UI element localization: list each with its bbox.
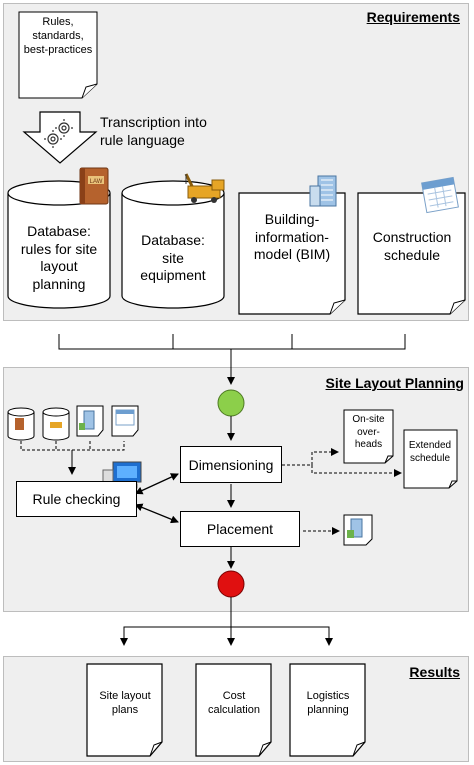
overheads-label: On-site over-heads xyxy=(352,414,385,450)
result-doc-site-layout xyxy=(86,663,163,757)
result-doc-cost xyxy=(195,663,272,757)
mini-db-equipment-icon xyxy=(42,407,70,441)
placement-label: Placement xyxy=(206,521,274,537)
transcription-arrow xyxy=(22,111,98,164)
overheads-document xyxy=(343,409,394,464)
rules-document-label: Rules, standards, best-practices xyxy=(23,16,93,56)
law-book-icon: LAW xyxy=(79,167,109,205)
calendar-icon xyxy=(421,176,459,214)
crane-truck-icon xyxy=(184,173,225,203)
start-node xyxy=(217,389,245,417)
mini-schedule-icon xyxy=(111,405,139,437)
requirements-title: Requirements xyxy=(366,9,460,25)
rule-checking-step[interactable]: Rule checking xyxy=(16,481,137,517)
bim-label: Building-information-model (BIM) xyxy=(253,211,331,262)
placement-output-icon xyxy=(343,514,373,546)
svg-text:LAW: LAW xyxy=(90,179,103,185)
mini-bim-icon xyxy=(76,405,104,437)
extended-schedule-document xyxy=(403,429,458,489)
db-equipment-label: Database: site equipment xyxy=(140,232,206,283)
cost-calculation-label: Cost calculation xyxy=(208,690,260,716)
results-title: Results xyxy=(409,664,460,680)
site-layout-plans-label: Site layout plans xyxy=(99,690,151,716)
mini-db-rules-icon xyxy=(7,407,35,441)
transcription-label: Transcription into rule language xyxy=(100,114,207,148)
dimensioning-step[interactable]: Dimensioning xyxy=(180,446,282,483)
extended-schedule-label: Extended schedule xyxy=(408,440,452,464)
db-rules-label: Database: rules for site layout planning xyxy=(20,223,98,292)
building-icon xyxy=(309,175,337,207)
dimensioning-label: Dimensioning xyxy=(188,456,274,473)
schedule-label: Construction schedule xyxy=(372,229,452,263)
site-layout-planning-title: Site Layout Planning xyxy=(325,375,464,391)
gear-icon xyxy=(44,119,73,148)
logistics-planning-label: Logistics planning xyxy=(306,690,350,716)
result-doc-logistics xyxy=(289,663,366,757)
placement-step[interactable]: Placement xyxy=(180,511,300,547)
rule-checking-label: Rule checking xyxy=(32,491,121,507)
end-node xyxy=(217,570,245,598)
